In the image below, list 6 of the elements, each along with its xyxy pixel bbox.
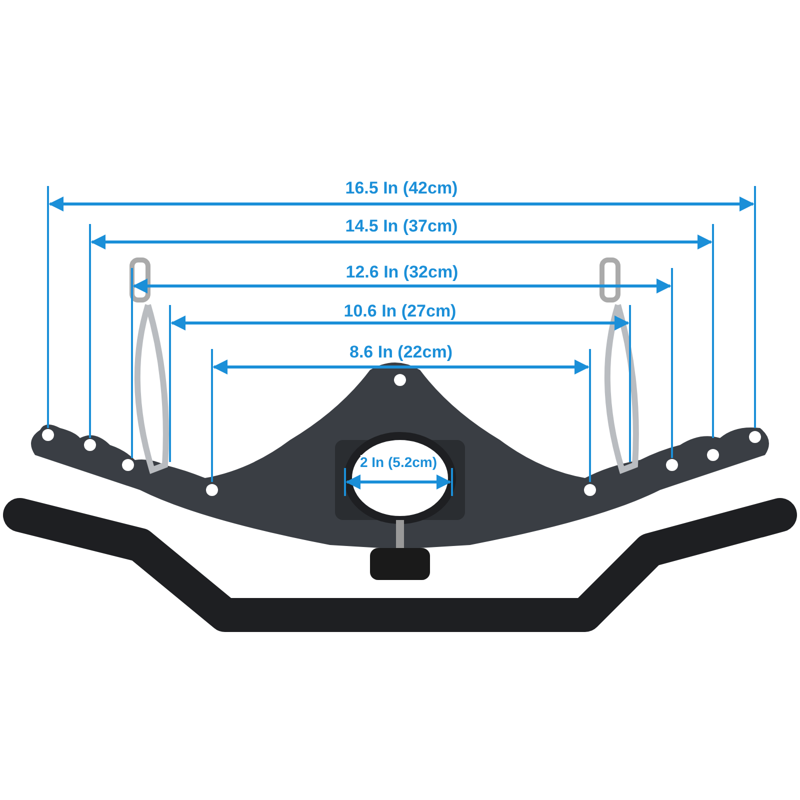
dimension-label: 12.6 In (32cm)	[346, 264, 458, 280]
dimension-label: 14.5 In (37cm)	[345, 218, 458, 234]
dimension-label: 16.5 In (42cm)	[345, 180, 458, 196]
dimension-label: 2 In (5.2cm)	[360, 455, 438, 469]
dimension-label: 10.6 In (27cm)	[344, 302, 456, 320]
dimension-label: 8.6 In (22cm)	[350, 344, 452, 360]
